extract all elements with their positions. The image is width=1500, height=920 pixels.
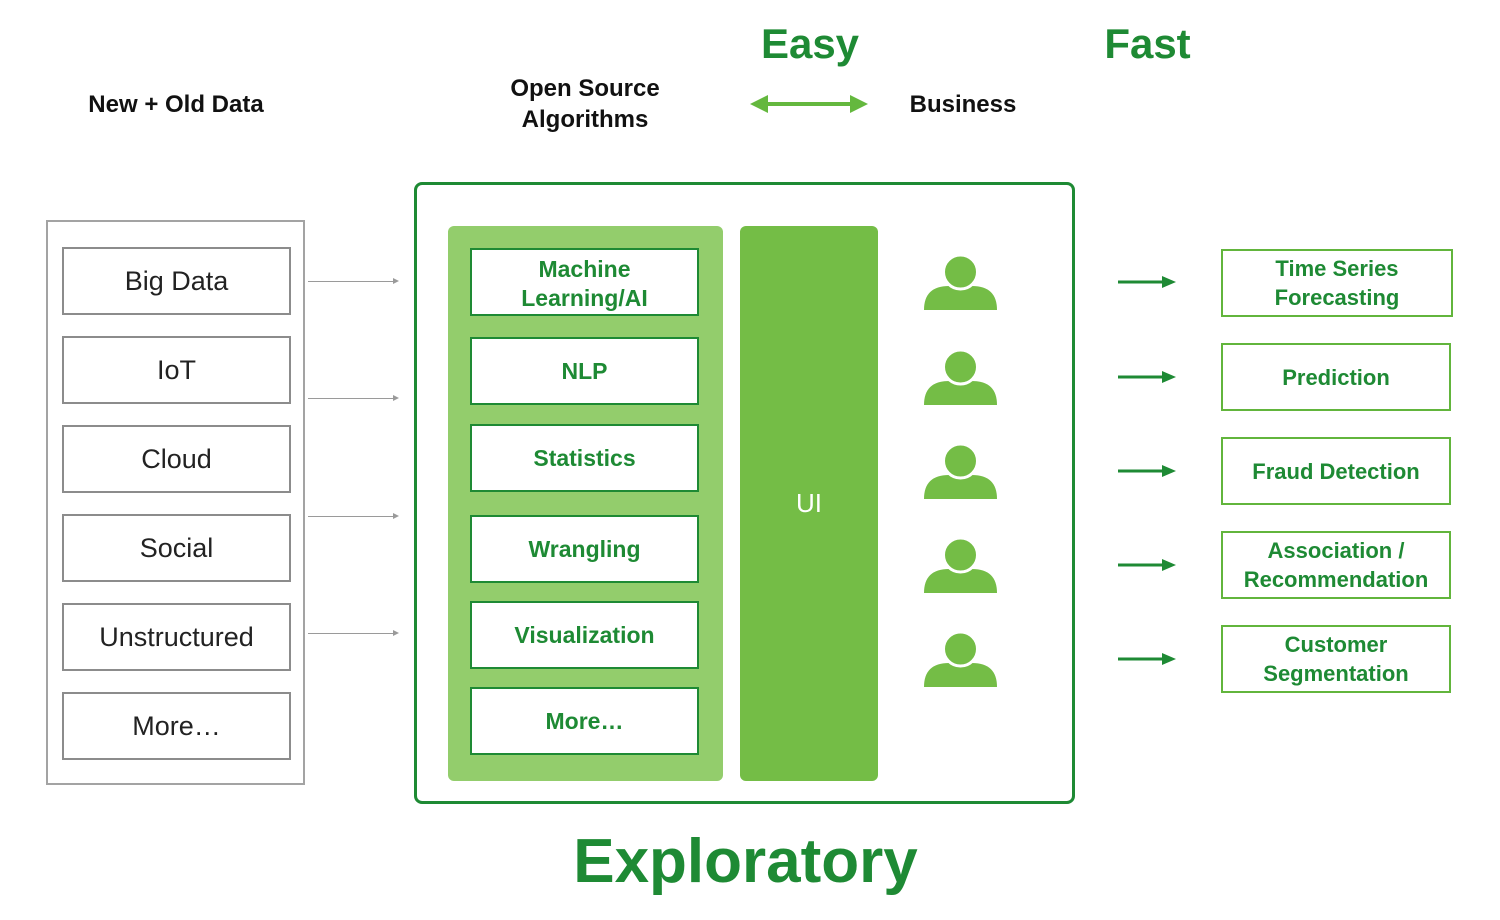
algo-visualization: Visualization (470, 601, 699, 669)
user-icon (924, 631, 997, 687)
source-iot: IoT (62, 336, 291, 404)
source-social: Social (62, 514, 291, 582)
double-arrow-icon (750, 95, 868, 113)
user-icon (924, 443, 997, 499)
outcome-fraud-detection: Fraud Detection (1221, 437, 1451, 505)
outcome-time-series-forecasting: Time Series Forecasting (1221, 249, 1453, 317)
fast-header: Fast (1104, 20, 1191, 67)
connector-arrow (308, 395, 399, 401)
arrow-right-icon (1118, 465, 1176, 477)
arrow-right-icon (1118, 276, 1176, 288)
algo-wrangling: Wrangling (470, 515, 699, 583)
exploratory-frame (414, 182, 1075, 804)
ui-column: UI (740, 226, 878, 781)
easy-header: Easy (760, 20, 860, 67)
user-icon (924, 254, 997, 310)
source-more: More… (62, 692, 291, 760)
connector-arrow (308, 278, 399, 284)
ui-label: UI (796, 488, 822, 518)
outcome-customer-segmentation: Customer Segmentation (1221, 625, 1451, 693)
exploratory-title: Exploratory (573, 827, 918, 896)
user-icon (924, 349, 997, 405)
outcome-prediction: Prediction (1221, 343, 1451, 411)
arrow-right-icon (1118, 371, 1176, 383)
algo-statistics: Statistics (470, 424, 699, 492)
source-big-data: Big Data (62, 247, 291, 315)
arrow-right-icon (1118, 653, 1176, 665)
algorithms-header: Open Source Algorithms (510, 75, 660, 133)
connector-arrow (308, 513, 399, 519)
arrow-right-icon (1118, 559, 1176, 571)
connector-arrow (308, 630, 399, 636)
data-header: New + Old Data (88, 91, 264, 118)
user-icon (924, 537, 997, 593)
source-unstructured: Unstructured (62, 603, 291, 671)
source-cloud: Cloud (62, 425, 291, 493)
business-header: Business (909, 91, 1017, 118)
algo-machine-learning: Machine Learning/AI (470, 248, 699, 316)
algo-nlp: NLP (470, 337, 699, 405)
algo-more: More… (470, 687, 699, 755)
outcome-association-recommendation: Association / Recommendation (1221, 531, 1451, 599)
data-sources-panel (46, 220, 305, 785)
